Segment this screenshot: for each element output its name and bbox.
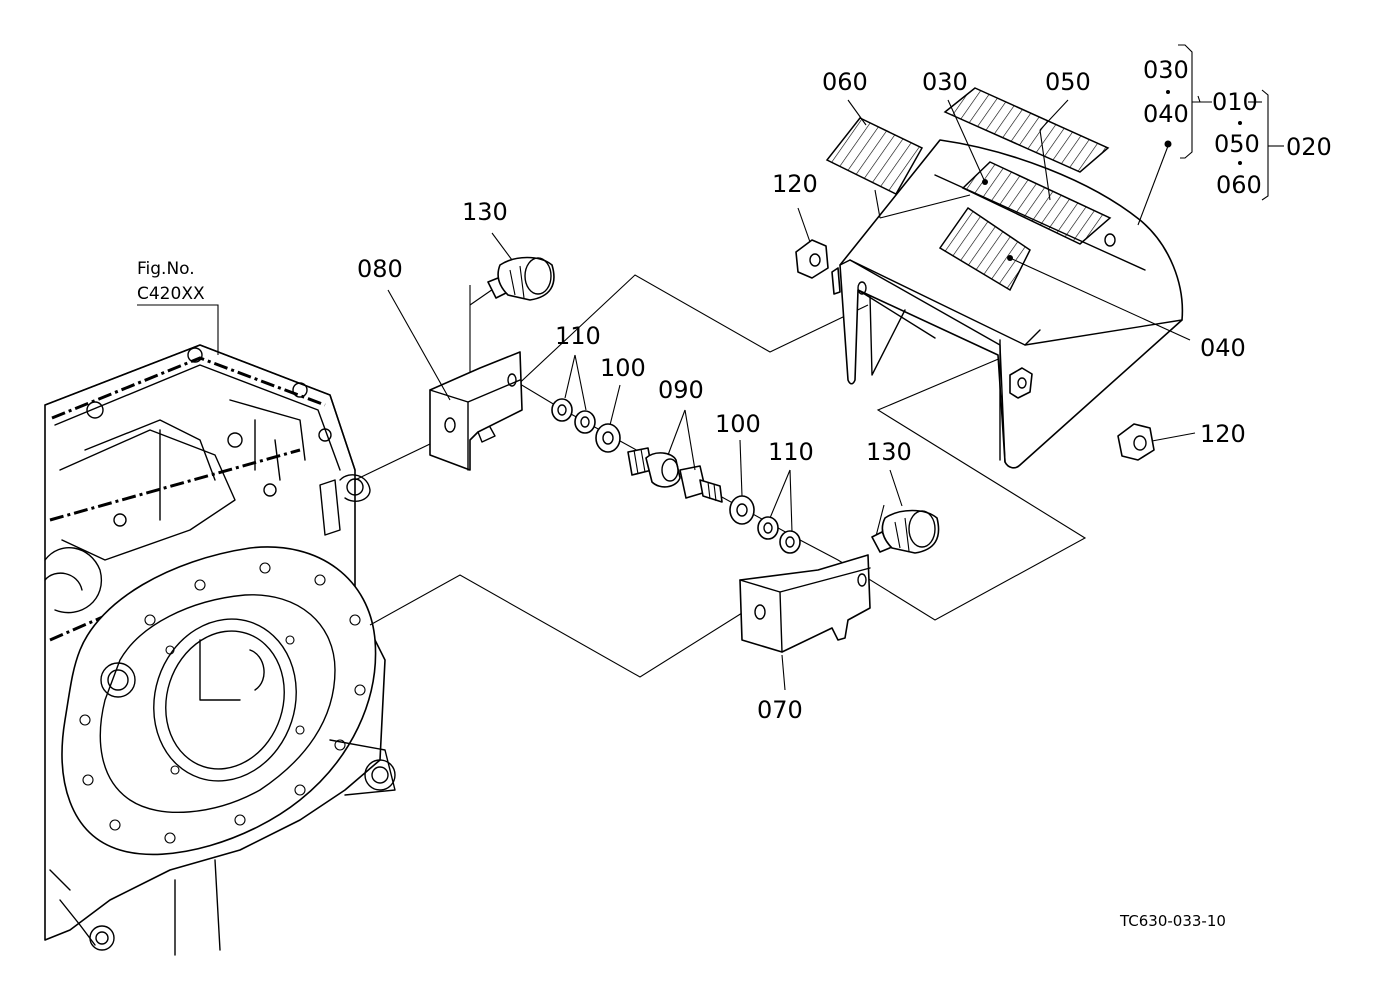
leader-dot-040 [1007, 255, 1013, 261]
callout-090: 090 [658, 376, 704, 404]
callout-130-top: 130 [462, 198, 508, 226]
key-020: 020 [1286, 133, 1332, 161]
washers-top [551, 398, 621, 453]
callout-060: 060 [822, 68, 868, 96]
bolt-130-top [487, 256, 555, 301]
decal-060 [825, 117, 924, 195]
decal-050 [943, 87, 1110, 173]
callout-120-right: 120 [1200, 420, 1246, 448]
bolt-090-a [627, 447, 681, 488]
callout-050: 050 [1045, 68, 1091, 96]
bolt-130-bottom [871, 509, 940, 554]
key-030: 030 [1143, 56, 1189, 84]
callout-100-top: 100 [600, 354, 646, 382]
drawing-code: TC630-033-10 [1119, 912, 1226, 930]
key-060: 060 [1216, 171, 1262, 199]
decal-040 [938, 206, 1031, 292]
callout-130-bottom: 130 [866, 438, 912, 466]
decal-030 [961, 161, 1112, 245]
fig-ref-label: Fig.No. [137, 259, 195, 279]
fig-ref-code: C420XX [137, 284, 205, 304]
callout-120-top: 120 [772, 170, 818, 198]
callout-110-bottom: 110 [768, 438, 814, 466]
callout-110-top: 110 [555, 322, 601, 350]
bolt-090-b [679, 465, 723, 503]
nut-120-right [1117, 423, 1155, 461]
callout-100-bottom: 100 [715, 410, 761, 438]
callout-040: 040 [1200, 334, 1246, 362]
leader-dot-assembly [1164, 140, 1172, 148]
callout-080: 080 [357, 255, 403, 283]
nut-120-top [795, 239, 829, 279]
key-050: 050 [1214, 130, 1260, 158]
leader-lines [387, 99, 1196, 691]
washers-bottom [729, 495, 801, 554]
assembly-key-brackets [1166, 44, 1284, 201]
bracket-080 [429, 351, 523, 471]
gear-plate-bolt-holes [79, 562, 366, 844]
key-010: 010 [1212, 88, 1258, 116]
callout-030: 030 [922, 68, 968, 96]
key-040: 040 [1143, 100, 1189, 128]
callout-070: 070 [757, 696, 803, 724]
bracket-070 [739, 554, 871, 653]
fig-ref-leader [137, 304, 219, 355]
gear-case-housing [44, 344, 396, 956]
leader-dot-030 [982, 179, 988, 185]
